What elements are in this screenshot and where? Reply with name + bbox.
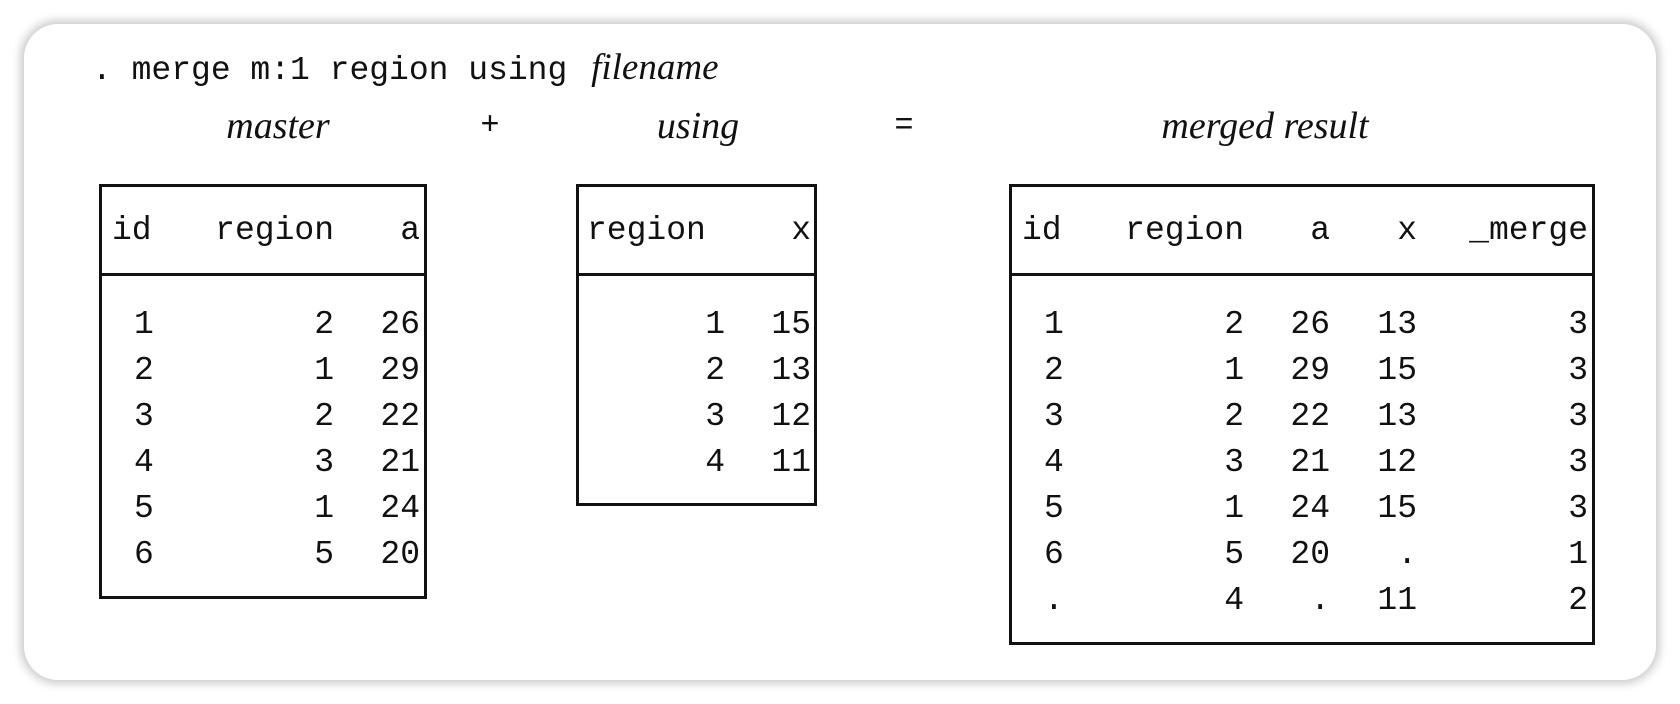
command-text: . merge m:1 region using <box>92 52 568 89</box>
merged-cell: 4 <box>1044 444 1064 481</box>
using-cell: 12 <box>771 398 811 435</box>
master-header-region: region <box>215 212 334 249</box>
merged-header-merge: _merge <box>1469 212 1588 249</box>
master-cell: 1 <box>314 490 334 527</box>
merged-table-header: id region a x _merge <box>1012 187 1592 276</box>
merged-cell: 26 <box>1290 306 1330 343</box>
merged-header-id: id <box>1022 212 1062 249</box>
master-header-id: id <box>112 212 152 249</box>
plus-sign: + <box>480 107 500 144</box>
merged-cell: 4 <box>1224 582 1244 619</box>
merged-cell: 1 <box>1568 536 1588 573</box>
merged-cell: 5 <box>1044 490 1064 527</box>
merged-cell: 20 <box>1290 536 1330 573</box>
using-cell: 15 <box>771 306 811 343</box>
using-cell: 11 <box>771 444 811 481</box>
master-cell: 2 <box>314 398 334 435</box>
merged-cell: 3 <box>1568 352 1588 389</box>
using-header-x: x <box>791 212 811 249</box>
using-header-region: region <box>587 212 706 249</box>
merged-cell: 3 <box>1224 444 1244 481</box>
master-table-header: id region a <box>102 187 424 276</box>
merged-cell: 15 <box>1377 352 1417 389</box>
master-cell: 1 <box>134 306 154 343</box>
master-cell: 3 <box>314 444 334 481</box>
master-header-a: a <box>400 212 420 249</box>
merged-cell: 29 <box>1290 352 1330 389</box>
merged-cell: 3 <box>1044 398 1064 435</box>
merged-cell: 5 <box>1224 536 1244 573</box>
merged-cell: . <box>1397 536 1417 573</box>
merged-cell: 15 <box>1377 490 1417 527</box>
using-label: using <box>656 105 740 147</box>
master-label: master <box>226 105 330 147</box>
merged-header-a: a <box>1310 212 1330 249</box>
merged-cell: 21 <box>1290 444 1330 481</box>
master-cell: 24 <box>380 490 420 527</box>
master-cell: 6 <box>134 536 154 573</box>
merged-cell: 2 <box>1224 306 1244 343</box>
merged-cell: 1 <box>1224 490 1244 527</box>
merged-cell: 3 <box>1568 398 1588 435</box>
using-cell: 3 <box>705 398 725 435</box>
master-cell: 4 <box>134 444 154 481</box>
merged-cell: 11 <box>1377 582 1417 619</box>
master-cell: 21 <box>380 444 420 481</box>
master-cell: 3 <box>134 398 154 435</box>
master-cell: 22 <box>380 398 420 435</box>
equals-sign: = <box>894 107 914 144</box>
merged-header-region: region <box>1125 212 1244 249</box>
merged-cell: . <box>1044 582 1064 619</box>
merged-cell: 3 <box>1568 306 1588 343</box>
using-table: region x 1 15 2 13 3 12 4 11 <box>576 184 817 506</box>
merged-result-label: merged result <box>1161 105 1369 147</box>
using-cell: 13 <box>771 352 811 389</box>
using-cell: 1 <box>705 306 725 343</box>
master-cell: 1 <box>314 352 334 389</box>
merged-header-x: x <box>1397 212 1417 249</box>
merged-cell: 2 <box>1044 352 1064 389</box>
merged-cell: 13 <box>1377 306 1417 343</box>
merge-command: . merge m:1 region using filename <box>92 44 719 92</box>
merged-cell: 13 <box>1377 398 1417 435</box>
merged-cell: 12 <box>1377 444 1417 481</box>
master-cell: 5 <box>134 490 154 527</box>
using-cell: 2 <box>705 352 725 389</box>
master-cell: 2 <box>314 306 334 343</box>
merged-cell: 2 <box>1568 582 1588 619</box>
master-cell: 2 <box>134 352 154 389</box>
master-cell: 26 <box>380 306 420 343</box>
merged-cell: 6 <box>1044 536 1064 573</box>
merged-cell: 3 <box>1568 444 1588 481</box>
merged-cell: 2 <box>1224 398 1244 435</box>
master-cell: 5 <box>314 536 334 573</box>
merged-cell: 1 <box>1224 352 1244 389</box>
merged-cell: 1 <box>1044 306 1064 343</box>
using-table-header: region x <box>579 187 814 276</box>
merged-cell: 24 <box>1290 490 1330 527</box>
using-cell: 4 <box>705 444 725 481</box>
merged-cell: 22 <box>1290 398 1330 435</box>
command-filename: filename <box>591 47 719 88</box>
master-cell: 29 <box>380 352 420 389</box>
merged-cell: . <box>1310 582 1330 619</box>
master-cell: 20 <box>380 536 420 573</box>
merged-cell: 3 <box>1568 490 1588 527</box>
